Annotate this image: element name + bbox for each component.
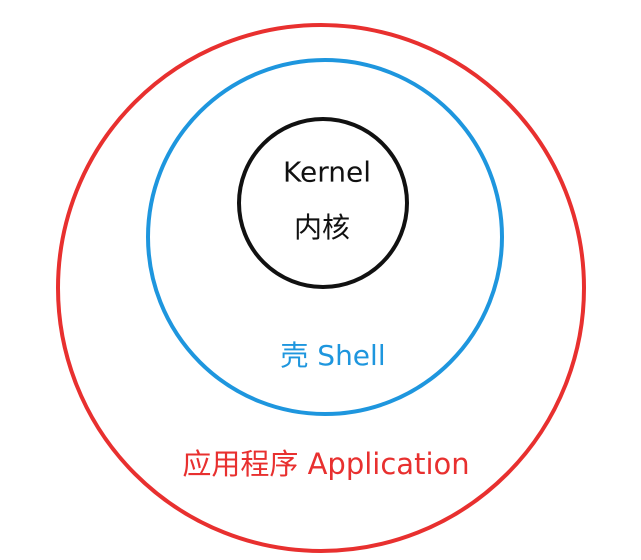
kernel-label-zh: 内核: [293, 211, 351, 244]
application-label: 应用程序 Application: [182, 447, 470, 481]
application-circle: [56, 23, 586, 553]
kernel-label-en: Kernel: [283, 155, 371, 189]
shell-label: 壳 Shell: [280, 339, 386, 372]
shell-circle: [146, 58, 504, 416]
kernel-circle: [237, 117, 409, 289]
